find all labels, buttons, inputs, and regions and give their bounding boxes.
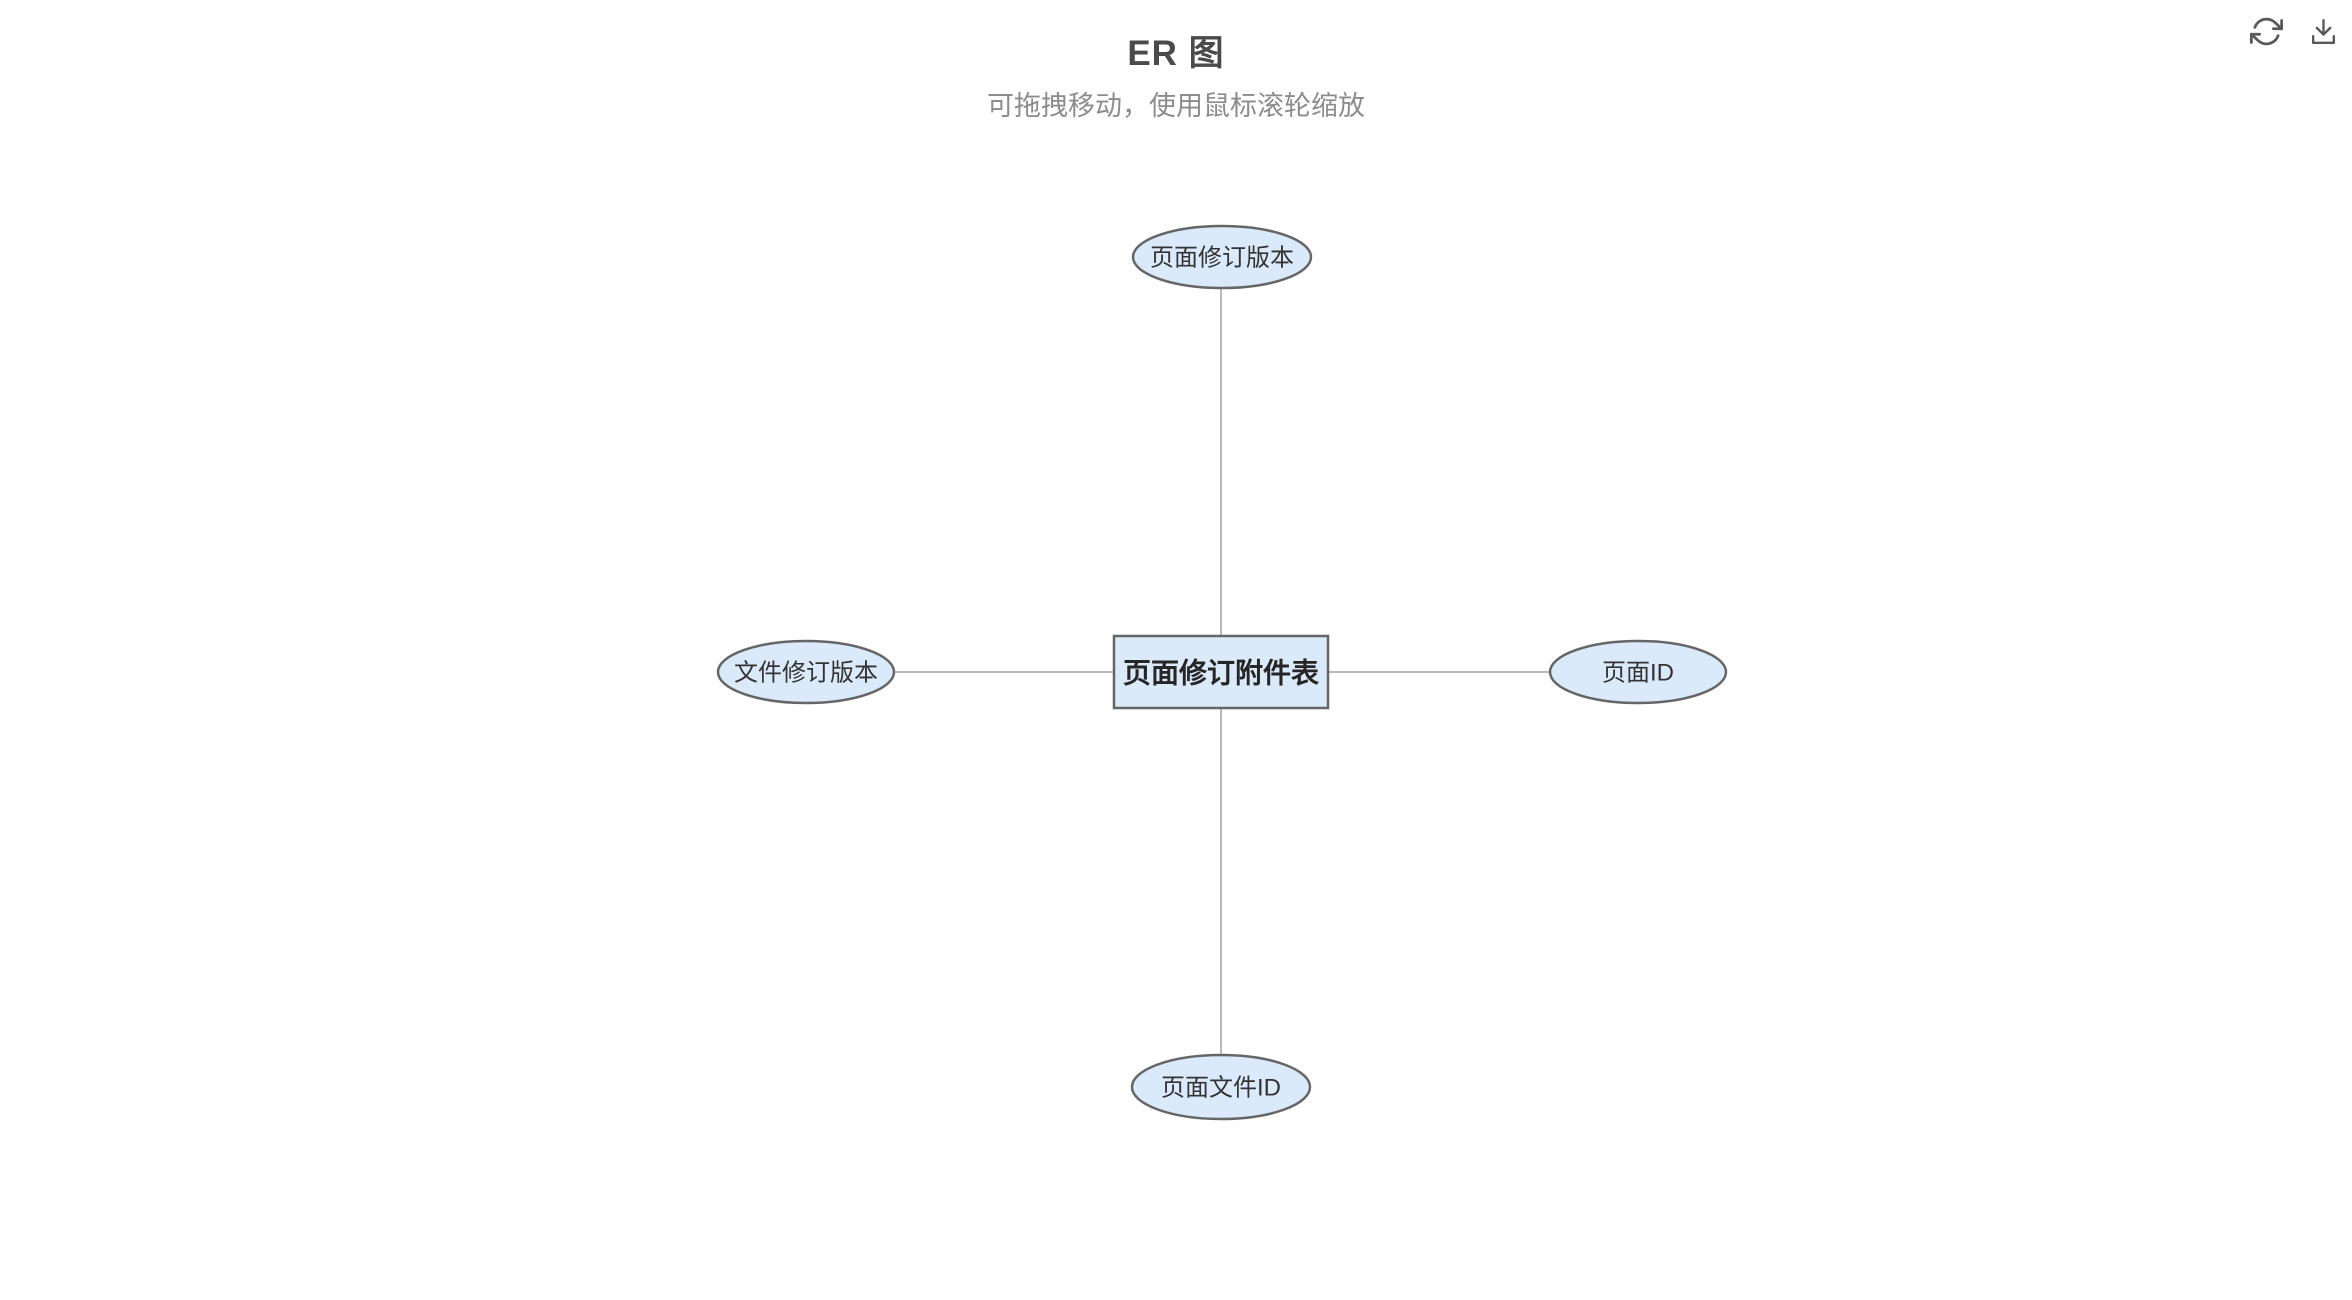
- edges: [894, 288, 1551, 1056]
- attribute-label: 页面ID: [1602, 660, 1674, 687]
- attribute-node-top[interactable]: 页面修订版本: [1131, 224, 1313, 290]
- attribute-ellipse[interactable]: [716, 639, 896, 705]
- attribute-ellipse[interactable]: [1131, 224, 1313, 290]
- attribute-ellipse[interactable]: [1548, 639, 1728, 705]
- attribute-ellipse[interactable]: [1130, 1053, 1312, 1121]
- download-icon: [2311, 18, 2335, 44]
- attribute-label: 页面文件ID: [1161, 1075, 1281, 1102]
- attribute-label: 文件修订版本: [734, 660, 878, 687]
- entity-rect[interactable]: [1112, 634, 1330, 710]
- entity-label: 页面修订附件表: [1123, 658, 1319, 689]
- attribute-node-left[interactable]: 文件修订版本: [716, 639, 896, 705]
- refresh-icon: [2249, 17, 2283, 45]
- attribute-node-bottom[interactable]: 页面文件ID: [1130, 1053, 1312, 1121]
- toolbar: [2248, 13, 2341, 49]
- attribute-label: 页面修订版本: [1150, 245, 1294, 272]
- attribute-node-right[interactable]: 页面ID: [1548, 639, 1728, 705]
- download-button[interactable]: [2305, 13, 2341, 49]
- refresh-button[interactable]: [2248, 13, 2284, 49]
- entity-node[interactable]: 页面修订附件表: [1112, 634, 1330, 710]
